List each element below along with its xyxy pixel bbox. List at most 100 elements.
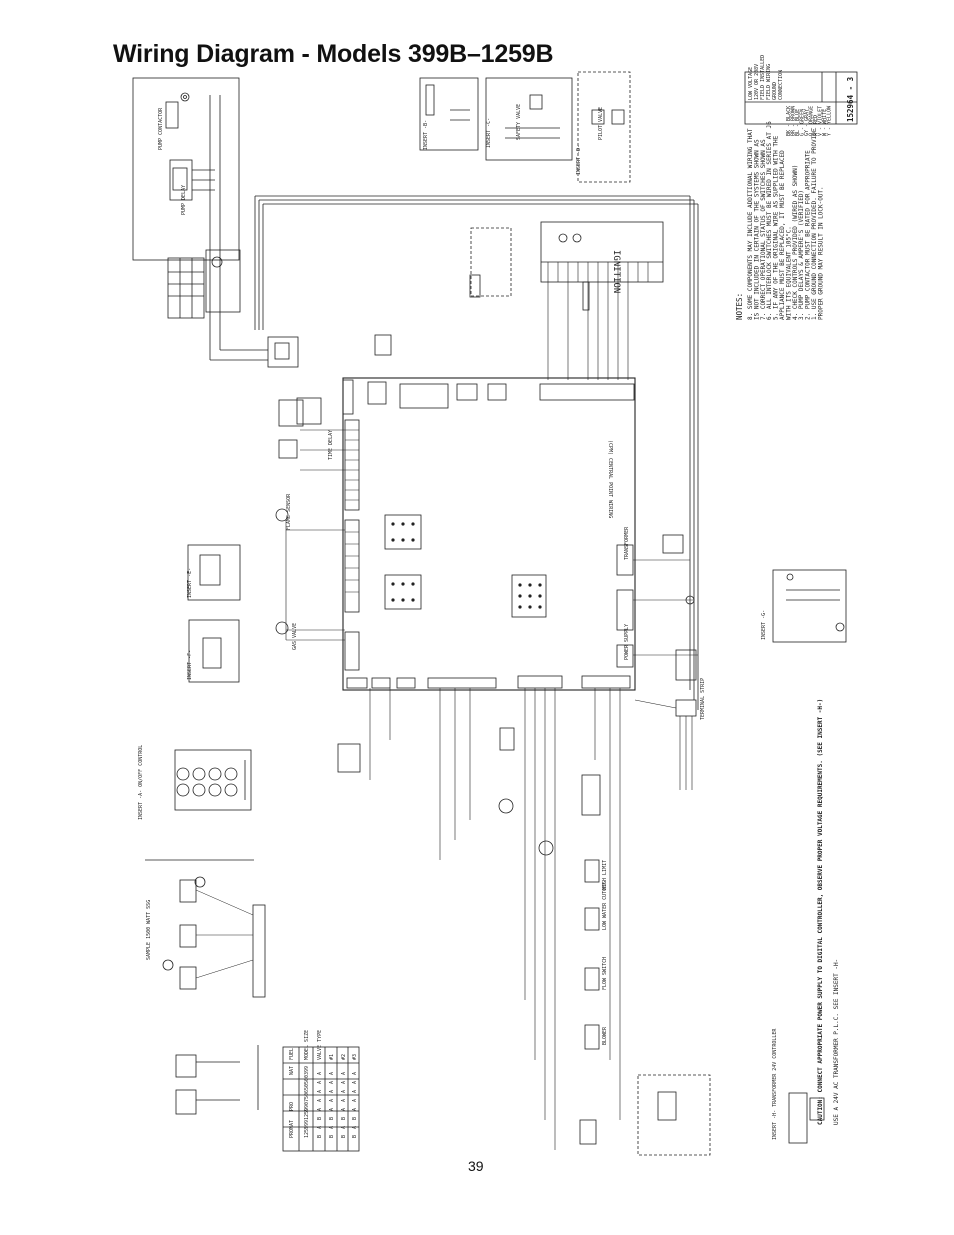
table-cell: A — [329, 1099, 335, 1102]
table-cell: B — [329, 1135, 335, 1138]
table-cell: 399 — [304, 1066, 310, 1075]
table-header: #3 — [352, 1054, 358, 1060]
table-cell: B — [352, 1117, 358, 1120]
legend-item: BL - BLUE — [795, 109, 801, 136]
insert-box-h — [788, 1092, 808, 1144]
table-cell: A — [352, 1126, 358, 1129]
table-cell: A — [341, 1072, 347, 1075]
legend-item: G - GREEN — [800, 109, 806, 136]
table-cell: B — [341, 1117, 347, 1120]
legend-item: Y - YELLOW — [827, 105, 833, 136]
table-cell: 399 — [304, 1120, 310, 1129]
insert-label: INSERT -E- — [187, 568, 193, 598]
notes-list: 8. SOME COMPONENTS MAY INCLUDE ADDITIONA… — [747, 121, 824, 320]
table-cell: B — [317, 1135, 323, 1138]
table-cell: A — [329, 1072, 335, 1075]
table-cell: NAT — [289, 1066, 295, 1075]
table-cell: 990 — [304, 1102, 310, 1111]
insert-label: INSERT -B- — [423, 120, 429, 150]
table-cell: 650 — [304, 1084, 310, 1093]
table-header: FUEL — [289, 1048, 295, 1060]
table-cell: A — [317, 1090, 323, 1093]
insert-label: INSERT -C- — [486, 118, 492, 148]
legend-item: V - VIOLET — [818, 106, 824, 136]
table-cell: A — [352, 1090, 358, 1093]
table-cell: A — [329, 1081, 335, 1084]
table-cell: PRO — [289, 1102, 295, 1111]
insert-label: INSERT -G- — [761, 610, 767, 640]
notes-heading: NOTES: — [735, 293, 744, 320]
insert-label: INSERT -A- ON/OFF CONTROL — [138, 745, 144, 820]
table-cell: A — [317, 1081, 323, 1084]
table-cell: A — [329, 1090, 335, 1093]
table-cell: A — [341, 1099, 347, 1102]
component-label: TRANSFORMER — [624, 526, 630, 560]
table-cell: B — [341, 1135, 347, 1138]
terminal-block — [675, 699, 697, 717]
note-line: APPLIANCE MUST BE REPLACED, IT MUST BE R… — [779, 150, 786, 320]
component-label: PILOT VALVE — [598, 107, 604, 140]
legend-item: FIELD WIRING — [766, 64, 772, 100]
legend-item: GY - GRAY — [804, 109, 810, 136]
page-number: 39 — [468, 1158, 484, 1174]
insert-box-left-2 — [188, 619, 240, 683]
legend-item: W - WHITE — [822, 109, 828, 136]
table-cell: A — [341, 1090, 347, 1093]
table-cell: NAT — [289, 1120, 295, 1129]
table-cell: A — [341, 1108, 347, 1111]
insert-box-right — [772, 569, 847, 643]
note-line: 1. USE GROUND CONNECTION PROVIDED. FAILU… — [811, 128, 818, 320]
component-label: LOW WATER CUTOFF — [602, 882, 608, 930]
legend-item: FIELD INSTALLED — [760, 55, 766, 100]
main-control-board — [342, 377, 636, 691]
insert-labels: INSERT -A- ON/OFF CONTROL INSERT -B- INSER… — [138, 118, 778, 1140]
note-line: 3. PUMP DELAYS & AMPERE'S (VERIFIED) — [798, 190, 805, 320]
insert-box-top-left — [132, 77, 240, 261]
component-label: GAS VALVE — [292, 623, 298, 650]
legend-box — [744, 71, 858, 125]
note-line: 5. IF ANY OF THE ORIGINAL WIRE AS SUPPLI… — [773, 135, 780, 320]
table-cell: 1259 — [304, 1108, 310, 1120]
insert-box-top-mid — [419, 77, 479, 151]
insert-box-top-far-right — [577, 71, 631, 183]
pump-relay — [267, 336, 299, 368]
table-header: MODEL SIZE — [304, 1030, 310, 1060]
main-board-label: (CPM) CENTRAL POINT WIRING — [607, 440, 613, 518]
insert-box-a — [174, 749, 252, 811]
legend-item: 120V OR 208V — [754, 64, 760, 100]
table-cell: B — [317, 1117, 323, 1120]
table-cell: A — [341, 1081, 347, 1084]
table-cell: A — [352, 1099, 358, 1102]
component-label: TIME DELAY — [328, 430, 334, 460]
table-cell: A — [352, 1081, 358, 1084]
insert-box-top-right — [485, 77, 573, 161]
legend-item: GROUND — [772, 82, 778, 100]
insert-label: INSERT -F- — [187, 650, 193, 680]
legend-item: R - RED — [813, 115, 819, 136]
component-label: PUMP DELAY — [181, 185, 187, 215]
note-line: 2. PUMP CONTACTOR MUST BE RATED FOR APPR… — [805, 150, 812, 320]
note-line: 4. CHECK CONTROLS PROVIDED (WIRED AS SHO… — [792, 165, 799, 320]
legend-item: BK - BLACK — [786, 106, 792, 136]
component-label: PUMP CONTACTOR — [158, 107, 164, 150]
legend-item: O - ORANGE — [809, 106, 815, 136]
component-label: HIGH LIMIT — [602, 860, 608, 890]
legend-item: BR - BROWN — [791, 106, 797, 136]
table-cell: A — [341, 1126, 347, 1129]
note-line: 8. SOME COMPONENTS MAY INCLUDE ADDITIONA… — [747, 128, 754, 320]
component-label: SAFETY VALVE — [516, 104, 522, 140]
table-cell: A — [329, 1108, 335, 1111]
ignition-label: IGNITION — [611, 250, 621, 293]
component-label: TERMINAL STRIP — [700, 678, 706, 720]
caution-text-2: USE A 24V AC TRANSFORMER P.L.C. SEE INSE… — [833, 959, 840, 1125]
note-line: PROPER GROUND MAY RESULT IN LOCK-OUT. — [817, 186, 824, 320]
note-line: 7. CORRECT OPERATIONAL STATUS OF SWITCHE… — [760, 139, 767, 320]
table-cell: 750 — [304, 1093, 310, 1102]
table-cell: A — [317, 1108, 323, 1111]
table-cell: A — [329, 1126, 335, 1129]
insert-label: INSERT -H- TRANSFORMER 24V CONTROLLER — [772, 1028, 778, 1140]
